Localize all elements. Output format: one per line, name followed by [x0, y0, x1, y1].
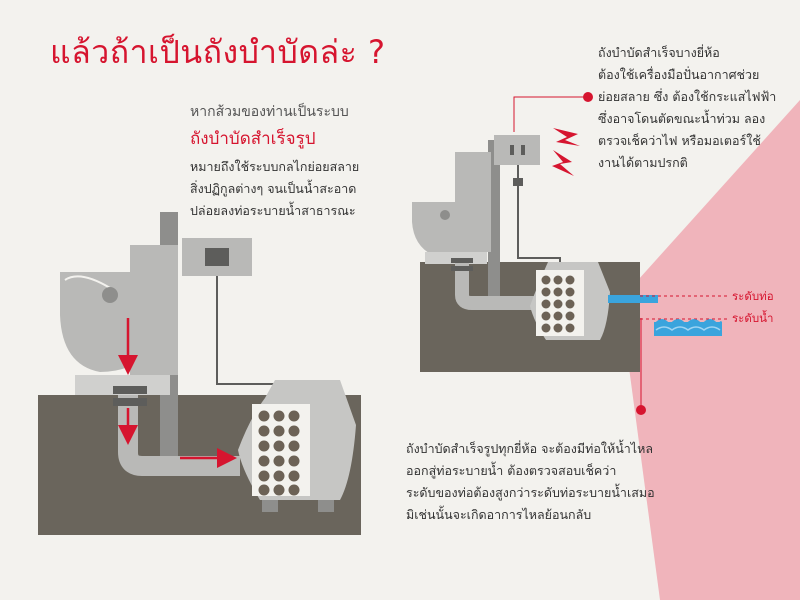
note-line: ถังบำบัดสำเร็จรูปทุกยี่ห้อ จะต้องมีท่อให…	[406, 441, 653, 456]
left-line: สิ่งปฏิกูลต่างๆ จนเป็นน้ำสะอาด	[190, 181, 357, 196]
left-line: หมายถึงใช้ระบบกลไกย่อยสลาย	[190, 159, 360, 174]
note-line: ต้องใช้เครื่องมือปั่นอากาศช่วย	[598, 67, 760, 82]
callout-dot-top	[583, 92, 593, 102]
system-name: ถังบำบัดสำเร็จรูป	[190, 129, 316, 149]
toilet-bowl-right	[412, 202, 470, 259]
sludge-dots-right	[541, 275, 575, 333]
note-line: ระดับของท่อต้องสูงกว่าระดับท่อระบายน้ำเส…	[406, 485, 655, 500]
left-description: หากส้วมของท่านเป็นระบบ ถังบำบัดสำเร็จรูป…	[190, 100, 359, 222]
note-line: ตรวจเช็คว่าไฟ หรือมอเตอร์ใช้	[598, 133, 761, 148]
left-lead: หากส้วมของท่านเป็นระบบ	[190, 104, 349, 120]
drain-pipe-left	[118, 395, 240, 476]
lightning-icon	[552, 150, 574, 176]
sludge-dots-left	[258, 410, 300, 496]
right-bottom-note: ถังบำบัดสำเร็จรูปทุกยี่ห้อ จะต้องมีท่อให…	[406, 438, 655, 526]
left-line: ปล่อยลงท่อระบายน้ำสาธารณะ	[190, 203, 356, 218]
callout-dot-bottom	[636, 405, 646, 415]
plug-right	[513, 178, 523, 186]
water-waves	[654, 319, 722, 336]
note-line: ออกสู่ท่อระบายน้ำ ต้องตรวจสอบเช็คว่า	[406, 463, 617, 478]
note-line: ถังบำบัดสำเร็จบางยี่ห้อ	[598, 45, 720, 60]
zoom-wedge	[620, 100, 800, 600]
pipe-level-label: ระดับท่อ	[732, 289, 774, 303]
water-level-label: ระดับน้ำ	[732, 311, 774, 325]
power-outlet-icon	[494, 135, 540, 165]
lightning-icon	[553, 128, 580, 146]
toilet-handle-left	[102, 287, 118, 303]
note-line: ซึ่งอาจโดนตัดขณะน้ำท่วม ลอง	[598, 111, 766, 126]
callout-line-top	[513, 96, 588, 132]
page-title: แล้วถ้าเป็นถังบำบัดล่ะ ?	[50, 33, 386, 71]
note-line: มิเช่นนั้นจะเกิดอาการไหลย้อนกลับ	[406, 507, 592, 522]
drain-pipe-right	[455, 262, 540, 310]
right-diagram	[412, 92, 728, 415]
right-top-note: ถังบำบัดสำเร็จบางยี่ห้อ ต้องใช้เครื่องมื…	[598, 42, 776, 174]
toilet-bowl-left	[60, 272, 140, 372]
note-line: งานได้ตามปรกติ	[598, 155, 688, 170]
left-diagram	[38, 212, 361, 535]
outflow-pipe	[608, 295, 658, 303]
cable-left	[216, 276, 319, 396]
note-line: ย่อยสลาย ซึ่ง ต้องใช้กระแสไฟฟ้า	[598, 89, 777, 104]
